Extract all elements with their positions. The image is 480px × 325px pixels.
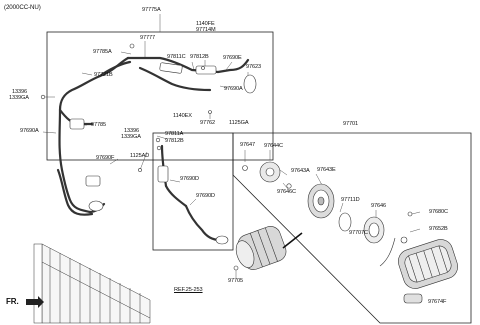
part-label-1339ga-b: 1339GA bbox=[121, 134, 141, 140]
part-label-1125ad: 1125AD bbox=[130, 153, 150, 159]
part-label-97701: 97701 bbox=[343, 121, 359, 127]
part-label-97690d-bot: 97690D bbox=[196, 193, 215, 199]
part-label-1140fe: 1140FE bbox=[196, 21, 215, 27]
part-label-97652b: 97652B bbox=[429, 226, 448, 232]
part-label-97690d-top: 97690D bbox=[180, 176, 199, 182]
part-label-97674f: 97674F bbox=[428, 299, 447, 305]
part-label-97690f: 97690F bbox=[96, 155, 115, 161]
part-label-97690e: 97690E bbox=[223, 55, 242, 61]
part-label-97721b: 97721B bbox=[94, 72, 113, 78]
part-label-97643e: 97643E bbox=[317, 167, 336, 173]
part-label-97646c: 97646C bbox=[277, 189, 296, 195]
part-label-97643a: 97643A bbox=[291, 168, 310, 174]
part-label-97690a-right: 97690A bbox=[224, 86, 243, 92]
part-label-97705: 97705 bbox=[228, 278, 244, 284]
part-label-1339ga-a: 1339GA bbox=[9, 95, 29, 101]
part-label-97785: 97785 bbox=[91, 122, 107, 128]
part-label-97711d: 97711D bbox=[341, 197, 360, 203]
part-label-97812b-top: 97812B bbox=[190, 54, 209, 60]
part-label-97811c: 97811C bbox=[167, 54, 186, 60]
part-label-1125ga: 1125GA bbox=[229, 120, 249, 126]
model-header: (2000CC-NU) bbox=[4, 4, 41, 11]
part-label-97707c: 97707C bbox=[349, 230, 368, 236]
part-label-97644c: 97644C bbox=[264, 143, 283, 149]
part-label-13396-b: 13396 bbox=[124, 128, 140, 134]
part-label-97647: 97647 bbox=[240, 142, 256, 148]
part-label-13396-a: 13396 bbox=[12, 89, 28, 95]
part-label-97812b-mid: 97812B bbox=[165, 138, 184, 144]
part-label-97775a: 97775A bbox=[142, 7, 161, 13]
part-label-97646: 97646 bbox=[371, 203, 387, 209]
part-label-97785a: 97785A bbox=[93, 49, 112, 55]
part-label-1140ex: 1140EX bbox=[173, 113, 192, 119]
part-label-97690a-left: 97690A bbox=[20, 128, 39, 134]
part-label-97680c: 97680C bbox=[429, 209, 448, 215]
reference-link[interactable]: REF.25-253 bbox=[174, 287, 203, 293]
lower-pipe-box bbox=[152, 132, 234, 251]
part-label-97811a: 97811A bbox=[165, 131, 184, 137]
front-marker: FR. bbox=[6, 297, 19, 306]
part-label-97623: 97623 bbox=[246, 64, 262, 70]
part-label-97714m: 97714M bbox=[196, 27, 216, 33]
part-label-97762: 97762 bbox=[200, 120, 216, 126]
part-label-97777: 97777 bbox=[140, 35, 156, 41]
hose-assembly-box bbox=[46, 31, 274, 161]
